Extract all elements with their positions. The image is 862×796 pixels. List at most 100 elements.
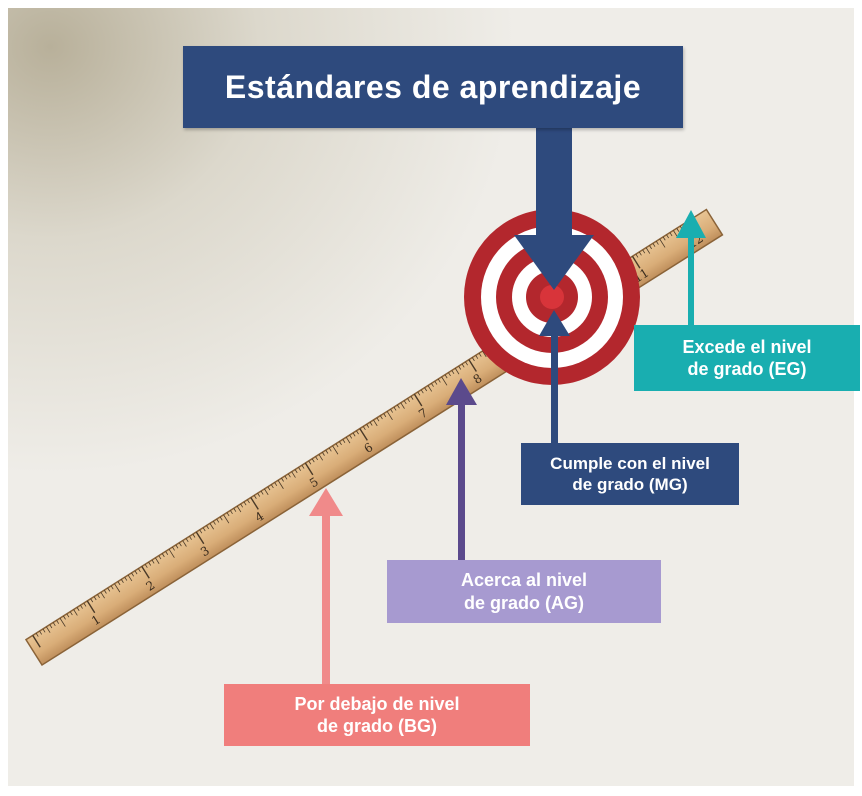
ruler-tick <box>475 355 479 359</box>
ruler-tick <box>127 574 133 582</box>
ruler-tick <box>458 365 462 370</box>
ruler-tick <box>454 368 460 375</box>
ruler-tick <box>461 363 465 368</box>
ruler-tick <box>393 406 397 411</box>
ag-line-2: de grado (AG) <box>464 592 584 613</box>
ruler-tick <box>199 529 203 534</box>
arrow-ag <box>446 378 477 562</box>
ruler-tick <box>332 445 339 455</box>
ruler-tick <box>182 540 187 547</box>
ruler-tick <box>32 634 41 648</box>
ruler-tick <box>100 592 105 599</box>
ruler-tick <box>652 243 656 247</box>
ruler-tick <box>195 531 205 545</box>
ruler-tick <box>669 232 673 237</box>
ruler-tick <box>390 408 393 413</box>
ruler-tick <box>376 417 380 422</box>
ruler-tick <box>165 551 169 555</box>
ruler-tick <box>311 458 315 463</box>
ruler-tick <box>666 234 669 239</box>
ruler-tick <box>131 572 135 577</box>
ruler-tick <box>270 484 274 489</box>
ruler-tick <box>240 503 244 508</box>
ruler-tick <box>482 350 487 358</box>
ruler-tick <box>339 441 342 446</box>
ruler-tick <box>151 559 155 564</box>
ruler-tick <box>103 589 107 594</box>
level-label-mg: Cumple con el nivel de grado (MG) <box>521 443 739 505</box>
ruler-tick <box>97 594 100 599</box>
arrow-bg <box>309 488 343 686</box>
ruler-tick <box>655 240 659 245</box>
ruler-tick <box>298 467 301 471</box>
ruler-tick <box>400 402 405 409</box>
bg-line-2: de grado (BG) <box>317 716 437 736</box>
ruler-tick <box>233 508 237 512</box>
ruler-tick <box>202 527 206 532</box>
level-label-bg: Por debajo de nivel de grado (BG) <box>224 684 530 746</box>
ruler-tick <box>478 352 482 357</box>
ruler-tick <box>407 398 411 403</box>
ruler-tick <box>141 566 150 579</box>
ruler-tick <box>206 525 209 530</box>
ruler-tick <box>335 443 339 448</box>
ruler-tick <box>359 428 368 441</box>
ruler-tick <box>308 460 312 465</box>
ruler-tick <box>144 564 148 568</box>
mg-line-1: Cumple con el nivel <box>550 453 710 473</box>
mg-line-2: de grado (MG) <box>572 475 688 494</box>
ruler-tick <box>471 357 475 362</box>
ruler-tick <box>223 514 230 524</box>
ruler-tick <box>189 536 192 540</box>
ruler-tick <box>114 583 121 593</box>
ruler-tick <box>437 378 441 383</box>
ruler-tick <box>277 480 284 489</box>
ag-line-1: Acerca al nivel <box>460 570 588 590</box>
ruler-tick <box>175 544 179 549</box>
ruler-tick <box>155 557 160 564</box>
ruler-tick <box>274 482 278 487</box>
ruler-tick <box>219 516 223 521</box>
ruler-tick <box>427 385 433 392</box>
ruler-tick <box>250 497 259 510</box>
ruler-tick <box>39 630 43 635</box>
ruler-tick <box>638 251 642 256</box>
ruler-tick <box>645 247 651 254</box>
ruler-tick <box>226 512 230 517</box>
ruler-tick <box>322 452 325 456</box>
ruler-tick <box>662 236 666 241</box>
ruler-tick <box>403 400 407 405</box>
ruler-tick <box>315 456 319 461</box>
ruler-tick <box>362 426 366 431</box>
ruler-tick <box>212 520 216 525</box>
ruler-tick <box>379 415 383 420</box>
ruler-tick <box>287 473 291 478</box>
arrow-eg <box>676 210 706 328</box>
ruler-tick <box>345 436 351 444</box>
ruler-tick <box>110 585 114 590</box>
ruler-tick <box>185 538 189 543</box>
ruler-tick <box>386 411 393 421</box>
ruler-tick <box>35 632 39 637</box>
ruler-tick <box>318 454 324 461</box>
ruler-tick <box>80 604 83 609</box>
ruler-tick <box>243 501 247 506</box>
ruler-tick <box>349 434 353 439</box>
eg-line-2: de grado (EG) <box>687 359 807 379</box>
ruler-tick <box>410 396 414 400</box>
ruler-tick <box>158 555 162 560</box>
ruler-tick <box>448 372 451 377</box>
ruler-tick <box>631 255 641 269</box>
ruler-tick <box>672 230 678 237</box>
eg-line-1: Excede el nivel <box>682 336 812 357</box>
level-label-eg: Excede el nivel de grado (EG) <box>634 325 860 391</box>
ruler-tick <box>93 596 97 601</box>
ruler-tick <box>230 510 233 515</box>
ruler-tick <box>396 404 400 409</box>
ruler-tick <box>168 548 175 558</box>
ruler-tick <box>417 391 421 396</box>
ruler-tick <box>284 475 288 480</box>
ruler-tick <box>304 462 314 476</box>
